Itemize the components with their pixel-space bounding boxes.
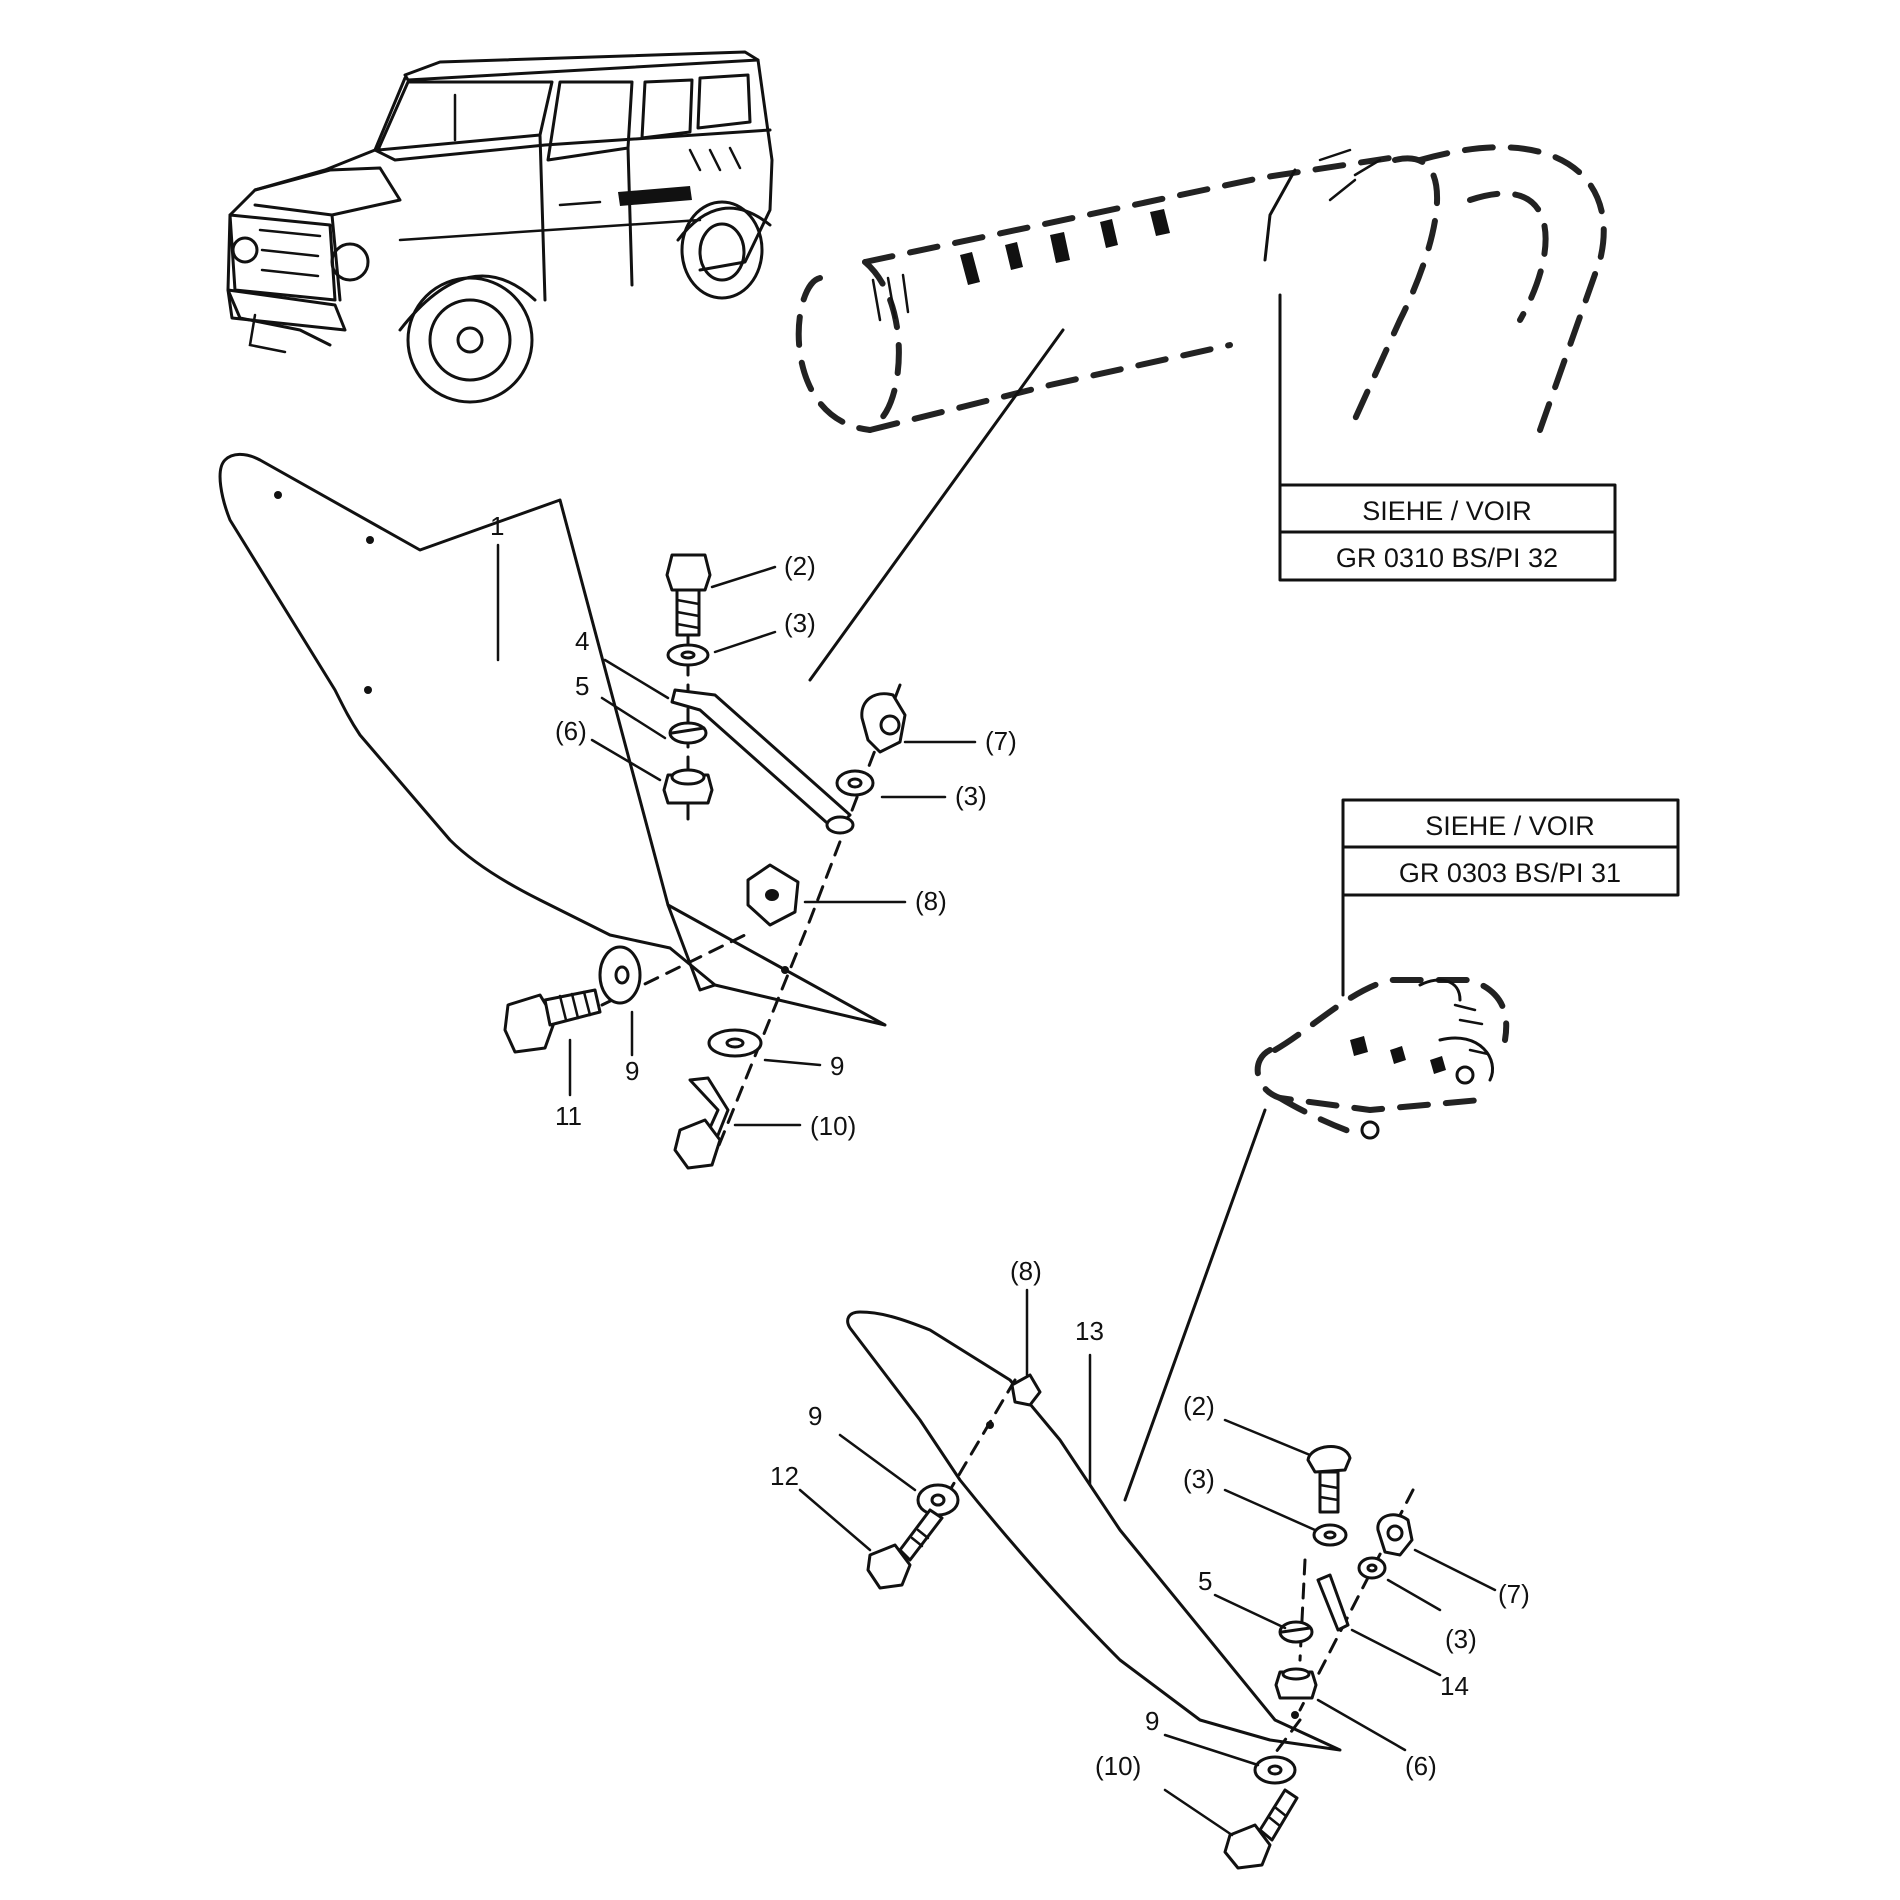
reference-box-1-line2: GR 0310 BS/PI 32 xyxy=(1336,543,1558,573)
callout-9-upper-a: 9 xyxy=(625,1056,639,1086)
leader-line-exhaust xyxy=(808,328,1065,682)
callout-12: 12 xyxy=(770,1461,799,1491)
exhaust-muffler-outline xyxy=(795,144,1607,433)
bolt-10-lower xyxy=(1223,1788,1299,1870)
callout-2-upper: (2) xyxy=(784,551,816,581)
callouts-lower: (8) 13 9 12 (2) (3) (7) 5 (3) 14 9 (6) (… xyxy=(770,1256,1530,1781)
washer-3-upper xyxy=(666,643,710,667)
washer-9-lower-b xyxy=(1253,1755,1297,1785)
callout-3-upper-b: (3) xyxy=(955,781,987,811)
washer-9-upper-a xyxy=(598,945,642,1005)
vehicle-illustration xyxy=(226,50,774,404)
reference-box-2-line1: SIEHE / VOIR xyxy=(1425,811,1595,841)
reference-box-1: SIEHE / VOIR GR 0310 BS/PI 32 xyxy=(1278,483,1617,582)
clip-nut-8-upper xyxy=(746,863,800,927)
bolt-2-upper xyxy=(665,553,712,637)
leader-line-pipe xyxy=(1123,1108,1267,1502)
washer-3-lower-a xyxy=(1312,1523,1348,1547)
callout-8-upper: (8) xyxy=(915,886,947,916)
cap-nut-7-lower xyxy=(1376,1513,1414,1557)
callout-9-lower-b: 9 xyxy=(1145,1706,1159,1736)
callout-3-lower-b: (3) xyxy=(1445,1624,1477,1654)
exhaust-pipe-outline xyxy=(1254,977,1510,1140)
callout-leaders-lower xyxy=(798,1288,1497,1837)
callout-3-lower-a: (3) xyxy=(1183,1464,1215,1494)
callout-1-upper: 1 xyxy=(490,511,504,541)
callout-5-upper: 5 xyxy=(575,671,589,701)
callout-9-upper-b: 9 xyxy=(830,1051,844,1081)
bolt-11 xyxy=(503,988,602,1054)
washer-9-lower-a xyxy=(916,1483,960,1517)
bolt-10-upper xyxy=(673,1076,730,1170)
reference-box-2-line2: GR 0303 BS/PI 31 xyxy=(1399,858,1621,888)
nut-6-upper xyxy=(662,768,714,805)
bolt-2-lower xyxy=(1306,1444,1352,1514)
callout-10-upper: (10) xyxy=(810,1111,856,1141)
reference-box-1-line1: SIEHE / VOIR xyxy=(1362,496,1532,526)
callout-7-lower: (7) xyxy=(1498,1579,1530,1609)
callout-6-lower: (6) xyxy=(1405,1751,1437,1781)
bolt-12 xyxy=(866,1508,944,1590)
callout-3-upper-a: (3) xyxy=(784,608,816,638)
callout-leaders-upper xyxy=(496,543,977,1127)
nut-6-lower xyxy=(1274,1667,1318,1700)
heat-shield-upper xyxy=(218,452,887,1027)
bracket-4 xyxy=(670,688,855,835)
callout-9-lower-a: 9 xyxy=(808,1401,822,1431)
callout-2-lower: (2) xyxy=(1183,1391,1215,1421)
reference-box-2: SIEHE / VOIR GR 0303 BS/PI 31 xyxy=(1341,798,1680,897)
callout-4-upper: 4 xyxy=(575,626,589,656)
callout-7-upper: (7) xyxy=(985,726,1017,756)
callout-11: 11 xyxy=(555,1101,582,1131)
callout-8-lower: (8) xyxy=(1010,1256,1042,1286)
spring-washer-5-lower xyxy=(1278,1620,1314,1644)
callout-6-upper: (6) xyxy=(555,716,587,746)
bracket-14 xyxy=(1316,1573,1350,1632)
callout-5-lower: 5 xyxy=(1198,1566,1212,1596)
callout-13: 13 xyxy=(1075,1316,1104,1346)
callouts-upper: 1 (2) (3) 4 5 (6) (7) (3) (8) 9 9 11 (10… xyxy=(490,511,1017,1141)
spring-washer-5-upper xyxy=(668,721,708,745)
washer-3-lower-b xyxy=(1357,1556,1387,1580)
callout-14: 14 xyxy=(1440,1671,1469,1701)
cap-nut-7-upper xyxy=(860,692,907,754)
washer-9-upper-b xyxy=(707,1028,763,1058)
washer-3-upper-b xyxy=(835,769,875,797)
callout-10-lower: (10) xyxy=(1095,1751,1141,1781)
clip-nut-8-lower xyxy=(1010,1373,1042,1407)
